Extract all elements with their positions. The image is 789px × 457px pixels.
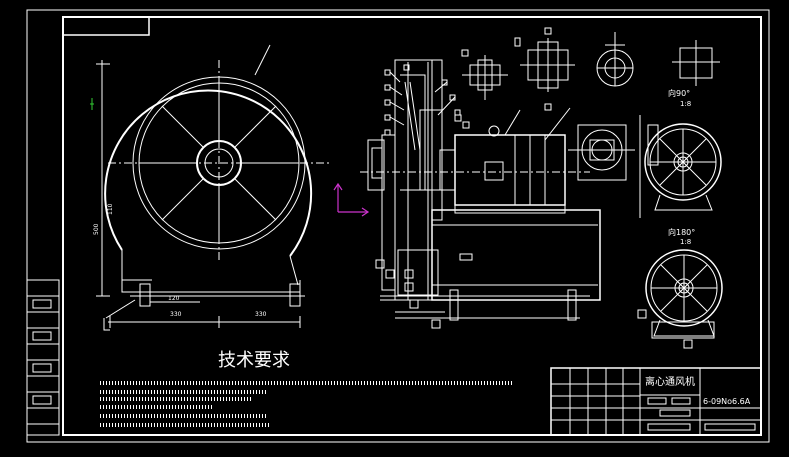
- leader-marker: [90, 98, 94, 110]
- binding-margin-strip: [26, 279, 60, 436]
- dim-120: 120: [168, 295, 180, 302]
- fan-front-view: [96, 44, 330, 331]
- tech-requirements-title: 技术要求: [218, 350, 290, 371]
- detail-1: [461, 49, 508, 100]
- title-block: [550, 367, 762, 436]
- fan-side-section-view: [360, 59, 601, 329]
- ucs-axis-icon: [333, 182, 370, 217]
- detail-views: [461, 27, 720, 181]
- detail-3: [596, 32, 634, 87]
- drawing-frame: [26, 9, 770, 443]
- view-90-label: 向90°: [668, 88, 690, 98]
- detail-4: [672, 40, 720, 86]
- dim-330-right: 330: [255, 311, 267, 318]
- title-block-name: 离心通风机: [645, 375, 695, 388]
- dim-110: 110: [107, 203, 114, 215]
- dim-500: 500: [93, 223, 100, 235]
- view-180-label: 向180°: [668, 227, 695, 237]
- fan-view-90: [639, 115, 722, 218]
- fan-view-180: [637, 249, 723, 349]
- detail-2: [514, 27, 575, 92]
- tech-requirements-text-lines: [100, 381, 512, 427]
- detail-5: [568, 124, 635, 181]
- title-block-code: 6-09No6.6A: [703, 397, 751, 406]
- dim-330-left: 330: [170, 311, 182, 318]
- view-90-scale: 1:8: [680, 100, 691, 108]
- view-180-scale: 1:8: [680, 238, 691, 246]
